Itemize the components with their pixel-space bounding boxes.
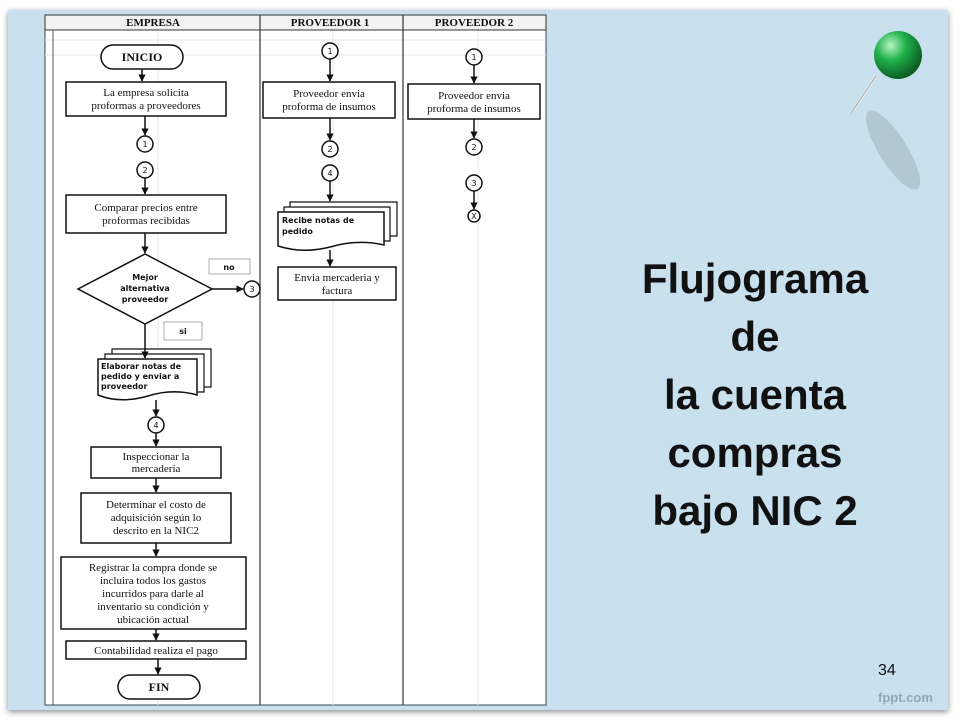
p2-envia-line-1: Proveedor envia [438,90,510,102]
proveedor1-lane-shapes [262,42,398,301]
process-comparar-precios [65,194,227,234]
document-elaborar-notas [97,358,198,401]
label-si: si [179,327,187,336]
connector-empresa-2-label: 2 [142,166,147,175]
label-no-box [208,258,251,275]
empresa-lane-arrows [138,69,244,675]
push-pin-icon [849,31,922,190]
solicita-line-2: proformas a proveedores [91,100,200,112]
p1-recibe-line-1: Recibe notas de [282,216,355,225]
end-mark-p2 [467,209,481,223]
lane-header-proveedor1: PROVEEDOR 1 [291,17,370,29]
connector-p1-1-label: 1 [327,47,332,56]
title-line-4: compras [667,429,843,476]
title-line-1: Flujograma [641,255,869,302]
end-terminal-label: FIN [149,680,170,694]
process-registrar-compra [60,556,247,630]
title-line-2: de [730,313,780,360]
connector-p1-2-label: 2 [327,145,332,154]
registrar-line-3: incurridos para darle al [102,588,204,600]
connector-empresa-3 [243,280,261,298]
connector-empresa-1 [136,135,154,153]
connector-p2-2-label: 2 [471,143,476,152]
solicita-line-1: La empresa solicita [103,87,189,99]
p2-envia-line-2: proforma de insumos [427,103,520,115]
end-terminal [117,674,201,700]
decision-line-2: alternativa [120,284,170,293]
determinar-line-2: adquisición según lo [111,512,202,524]
p1-recibe-line-2: pedido [282,227,313,236]
start-terminal-label: INICIO [122,50,163,64]
connector-p2-1-label: 1 [471,53,476,62]
connector-empresa-3-label: 3 [249,285,254,294]
title-line-5: bajo NIC 2 [652,487,858,534]
p1-envia-line-2: proforma de insumos [282,101,375,113]
elaborar-line-1: Elaborar notas de [101,362,182,371]
decision-line-3: proveedor [122,295,168,304]
registrar-line-4: inventario su condición y [97,601,209,613]
process-inspeccionar [90,446,222,479]
lane-header-bar [44,14,547,31]
connector-p1-4-label: 4 [327,169,332,178]
connector-empresa-4-label: 4 [153,421,158,430]
lane-header-proveedor2: PROVEEDOR 2 [435,17,514,29]
p1-envia-line-1: Proveedor envia [293,88,365,100]
inspeccionar-line-1: Inspeccionar la [123,451,190,463]
comparar-line-1: Comparar precios entre [94,202,197,214]
connector-p2-3-label: 3 [471,179,476,188]
empresa-lane-shapes [60,44,261,700]
slide: EMPRESA PROVEEDOR 1 PROVEEDOR 2 [8,10,948,710]
process-p1-envia-proforma [262,81,396,119]
determinar-line-3: descrito en la NIC2 [113,525,199,537]
label-si-box [163,321,203,341]
elaborar-line-3: proveedor [101,382,147,391]
watermark-logo: fppt.com [878,690,933,705]
registrar-line-1: Registrar la compra donde se [89,562,217,574]
document-p1-recibe-notas [277,211,385,251]
process-determinar-costo [80,492,232,544]
comparar-line-2: proformas recibidas [102,215,190,227]
lane-header-empresa: EMPRESA [126,17,180,29]
connector-p2-2 [465,138,483,156]
p1-mercaderia-line-2: factura [322,285,353,297]
process-p1-envia-mercaderia [277,266,397,301]
label-no: no [223,263,235,272]
decision-line-1: Mejor [132,273,158,282]
flowchart-diagram: EMPRESA PROVEEDOR 1 PROVEEDOR 2 [44,14,922,706]
connector-p1-2 [321,140,339,158]
inspeccionar-line-2: mercadería [132,463,181,475]
title-line-3: la cuenta [663,371,847,418]
end-mark-p2-label: X [471,212,477,221]
page-number: 34 [878,662,896,679]
contabilidad-label: Contabilidad realiza el pago [94,645,218,657]
connector-empresa-1-label: 1 [142,140,147,149]
slide-title: Flujograma de la cuenta compras bajo NIC… [610,250,900,540]
registrar-line-2: incluira todos los gastos [100,575,206,587]
determinar-line-1: Determinar el costo de [106,499,206,511]
registrar-line-5: ubicación actual [117,614,189,626]
elaborar-line-2: pedido y enviar a [101,372,179,381]
process-contabilidad-pago [65,640,247,660]
process-solicita-proformas [65,81,227,117]
p1-mercaderia-line-1: Envia mercaderia y [294,272,380,284]
